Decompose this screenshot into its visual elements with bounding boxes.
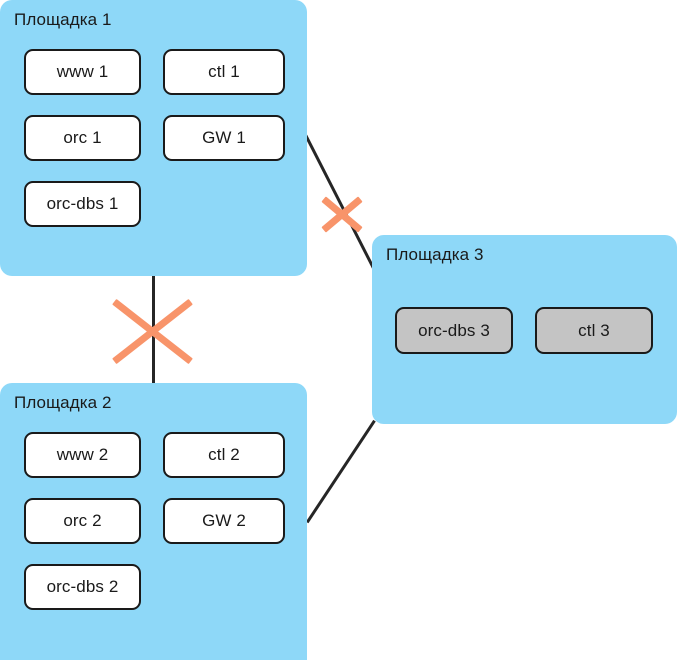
site-container-2: Площадка 2 www 2 ctl 2 orc 2 GW 2 orc-db…: [0, 383, 307, 660]
site-title-3: Площадка 3: [386, 245, 484, 264]
link-site2-site3: [305, 419, 376, 524]
link-break-cross-icon-site1-site2: [104, 295, 201, 367]
node-orc-dbs-3[interactable]: orc-dbs 3: [395, 307, 513, 354]
site-title-1: Площадка 1: [14, 10, 112, 29]
node-orc-2[interactable]: orc 2: [24, 498, 141, 544]
site-container-1: Площадка 1 www 1 ctl 1 orc 1 GW 1 orc-db…: [0, 0, 307, 276]
site-title-2: Площадка 2: [14, 393, 112, 412]
site-container-3: Площадка 3 orc-dbs 3 ctl 3: [372, 235, 677, 424]
node-gw-2[interactable]: GW 2: [163, 498, 285, 544]
node-orc-dbs-2[interactable]: orc-dbs 2: [24, 564, 141, 610]
node-ctl-3[interactable]: ctl 3: [535, 307, 653, 354]
node-www-1[interactable]: www 1: [24, 49, 141, 95]
node-gw-1[interactable]: GW 1: [163, 115, 285, 161]
node-www-2[interactable]: www 2: [24, 432, 141, 478]
node-ctl-1[interactable]: ctl 1: [163, 49, 285, 95]
link-break-cross-icon-site1-site3: [318, 194, 366, 234]
node-orc-dbs-1[interactable]: orc-dbs 1: [24, 181, 141, 227]
node-orc-1[interactable]: orc 1: [24, 115, 141, 161]
node-ctl-2[interactable]: ctl 2: [163, 432, 285, 478]
